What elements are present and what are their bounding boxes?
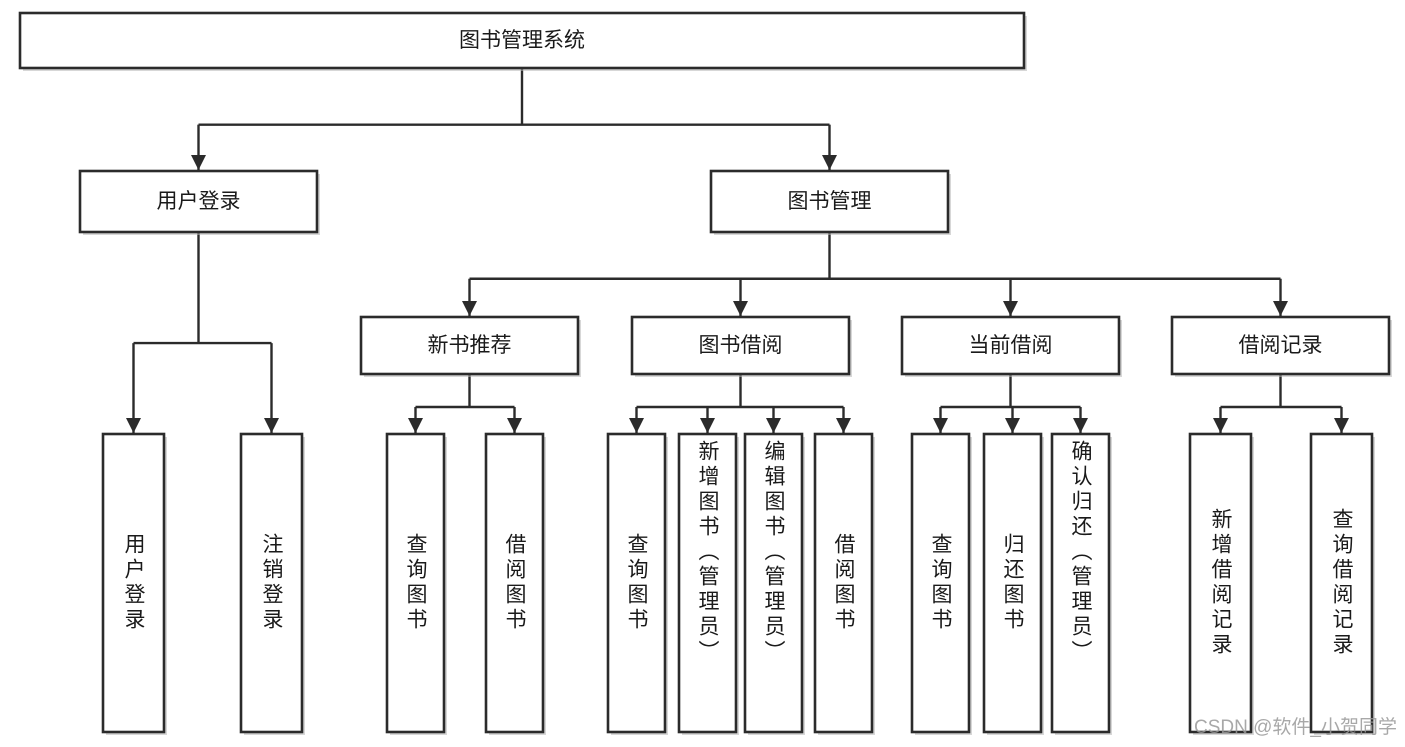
node-box[interactable] [910, 432, 971, 734]
node-leaf-borrow-book[interactable] [813, 432, 875, 735]
arrow-head-icon [1003, 301, 1018, 316]
node-label: 用户登录 [157, 190, 241, 213]
arrow-head-icon [191, 155, 206, 170]
node-user-login[interactable]: 用户登录 [78, 169, 320, 235]
node-leaf-query-book-cur[interactable] [910, 432, 972, 735]
arrow-head-icon [507, 418, 522, 433]
arrow-head-icon [629, 418, 644, 433]
arrow-head-icon [700, 418, 715, 433]
node-box[interactable] [606, 432, 667, 734]
node-label: 借阅记录 [1239, 334, 1323, 357]
node-box[interactable] [677, 432, 738, 734]
node-leaf-query-book[interactable] [606, 432, 668, 735]
arrow-head-icon [822, 155, 837, 170]
node-leaf-add-record[interactable] [1188, 432, 1254, 735]
node-label: 图书管理 [788, 190, 872, 213]
arrow-head-icon [126, 418, 141, 433]
node-label: 当前借阅 [969, 334, 1053, 357]
arrow-head-icon [1073, 418, 1088, 433]
node-box[interactable] [743, 432, 804, 734]
node-leaf-user-login[interactable] [101, 432, 167, 735]
node-box[interactable] [813, 432, 874, 734]
arrow-head-icon [766, 418, 781, 433]
node-root[interactable]: 图书管理系统 [18, 11, 1027, 71]
node-leaf-add-book[interactable] [677, 432, 739, 735]
node-label: 图书管理系统 [459, 29, 585, 52]
node-box[interactable] [101, 432, 166, 734]
node-box[interactable] [1309, 432, 1374, 734]
node-leaf-query-record[interactable] [1309, 432, 1375, 735]
arrow-head-icon [264, 418, 279, 433]
arrow-head-icon [1005, 418, 1020, 433]
arrow-head-icon [1273, 301, 1288, 316]
node-box[interactable] [484, 432, 545, 734]
node-box[interactable] [630, 315, 851, 376]
arrow-head-icon [933, 418, 948, 433]
node-box[interactable] [359, 315, 580, 376]
node-leaf-query-book-rec[interactable] [385, 432, 447, 735]
node-box[interactable] [900, 315, 1121, 376]
node-box[interactable] [239, 432, 304, 734]
node-box[interactable] [1188, 432, 1253, 734]
node-label: 新书推荐 [428, 334, 512, 357]
node-borrow-record[interactable]: 借阅记录 [1170, 315, 1392, 377]
node-label: 图书借阅 [699, 334, 783, 357]
node-box[interactable] [982, 432, 1043, 734]
node-leaf-edit-book[interactable] [743, 432, 805, 735]
node-leaf-confirm-return[interactable] [1050, 432, 1112, 735]
node-box[interactable] [385, 432, 446, 734]
node-current-borrow[interactable]: 当前借阅 [900, 315, 1122, 377]
arrow-head-icon [836, 418, 851, 433]
arrow-head-icon [733, 301, 748, 316]
node-box[interactable] [78, 169, 319, 234]
arrow-head-icon [462, 301, 477, 316]
node-new-book-rec[interactable]: 新书推荐 [359, 315, 581, 377]
node-box[interactable] [18, 11, 1026, 70]
node-book-manage[interactable]: 图书管理 [709, 169, 951, 235]
node-leaf-user-logout[interactable] [239, 432, 305, 735]
node-box[interactable] [1050, 432, 1111, 734]
node-leaf-return-book[interactable] [982, 432, 1044, 735]
arrow-head-icon [1213, 418, 1228, 433]
node-box[interactable] [1170, 315, 1391, 376]
node-box[interactable] [709, 169, 950, 234]
node-leaf-borrow-book-rec[interactable] [484, 432, 546, 735]
arrow-head-icon [1334, 418, 1349, 433]
connector-layer [126, 68, 1349, 433]
node-book-borrow[interactable]: 图书借阅 [630, 315, 852, 377]
arrow-head-icon [408, 418, 423, 433]
